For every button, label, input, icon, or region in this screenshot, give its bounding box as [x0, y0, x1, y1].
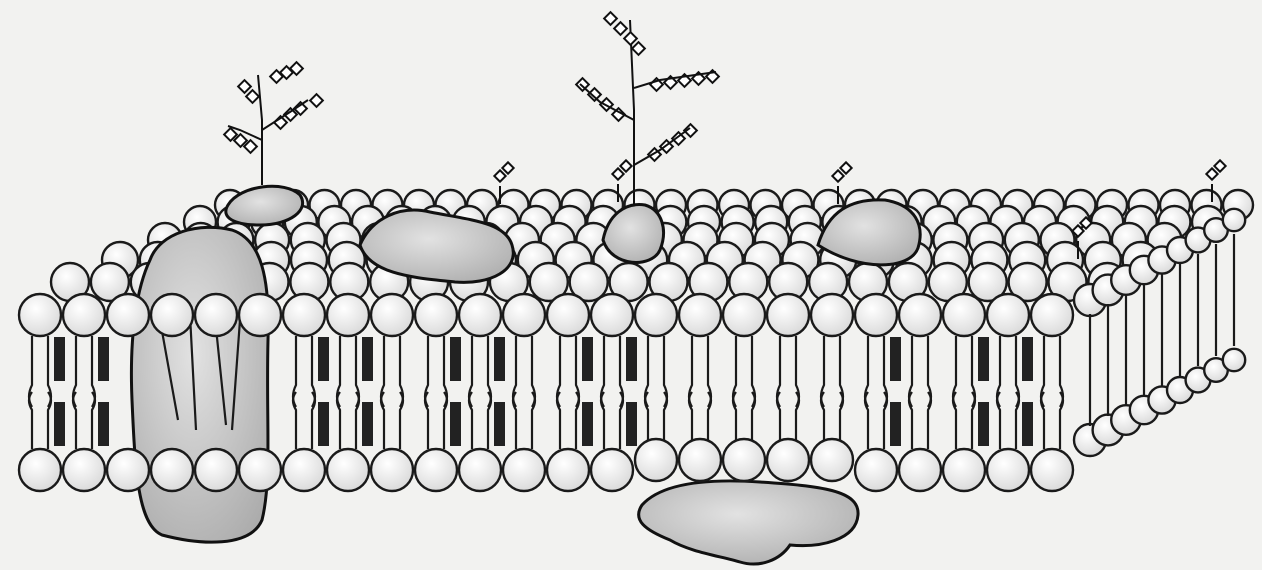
phospholipid-head [1031, 294, 1073, 336]
sugar-unit [632, 42, 645, 55]
carbohydrate-stalk [258, 75, 262, 185]
sugar-unit [494, 170, 505, 181]
cholesterol [978, 402, 989, 446]
cholesterol [318, 337, 329, 381]
cholesterol [626, 402, 637, 446]
sugar-unit [612, 168, 623, 179]
sugar-unit [238, 80, 251, 93]
cholesterol [450, 337, 461, 381]
cholesterol [626, 337, 637, 381]
phospholipid-head [679, 294, 721, 336]
sugar-unit [310, 94, 323, 107]
phospholipid-head [63, 294, 105, 336]
phospholipid-head [899, 449, 941, 491]
cholesterol [890, 402, 901, 446]
phospholipid-head [19, 449, 61, 491]
phospholipid-head [723, 439, 765, 481]
phospholipid-head [503, 449, 545, 491]
phospholipid-head [283, 449, 325, 491]
cholesterol [582, 337, 593, 381]
phospholipid-head [239, 449, 281, 491]
cholesterol [1022, 402, 1033, 446]
phospholipid-head [723, 294, 765, 336]
phospholipid-head [987, 449, 1029, 491]
cholesterol [362, 337, 373, 381]
phospholipid-head [195, 294, 237, 336]
cholesterol [978, 337, 989, 381]
sugar-unit [840, 162, 851, 173]
phospholipid-head [987, 294, 1029, 336]
cholesterol [362, 402, 373, 446]
phospholipid-head [283, 294, 325, 336]
sugar-unit [624, 32, 637, 45]
cholesterol [98, 402, 109, 446]
phospholipid-head [371, 294, 413, 336]
phospholipid-head [1223, 349, 1245, 371]
phospholipid-head [767, 439, 809, 481]
phospholipid-head [327, 294, 369, 336]
cholesterol [494, 337, 505, 381]
phospholipid-head [943, 449, 985, 491]
phospholipid-head [415, 294, 457, 336]
cholesterol [582, 402, 593, 446]
phospholipid-head [1223, 209, 1245, 231]
phospholipid-head [635, 439, 677, 481]
phospholipid-head [767, 294, 809, 336]
phospholipid-head [151, 449, 193, 491]
cholesterol [318, 402, 329, 446]
phospholipid-head [107, 449, 149, 491]
phospholipid-head [635, 294, 677, 336]
cholesterol [890, 337, 901, 381]
phospholipid-head [415, 449, 457, 491]
phospholipid-head [591, 449, 633, 491]
phospholipid-head [19, 294, 61, 336]
phospholipid-head [591, 294, 633, 336]
sugar-unit [620, 160, 631, 171]
sugar-unit [1214, 160, 1225, 171]
phospholipid-head [855, 449, 897, 491]
phospholipid-head [107, 294, 149, 336]
phospholipid-head [679, 439, 721, 481]
phospholipid-head [1031, 449, 1073, 491]
phospholipid-head [195, 449, 237, 491]
sugar-unit [588, 88, 601, 101]
phospholipid-head [239, 294, 281, 336]
cholesterol [450, 402, 461, 446]
integral-transmembrane-protein [131, 227, 268, 542]
cholesterol [54, 337, 65, 381]
sugar-unit [246, 90, 259, 103]
sugar-unit [502, 162, 513, 173]
phospholipid-head [327, 449, 369, 491]
sugar-unit [832, 170, 843, 181]
phospholipid-head [459, 294, 501, 336]
phospholipid-head [459, 449, 501, 491]
cytoplasmic-peripheral-protein [639, 481, 858, 564]
phospholipid-head [547, 449, 589, 491]
sugar-unit [1206, 168, 1217, 179]
phospholipid-head [503, 294, 545, 336]
phospholipid-head [63, 449, 105, 491]
phospholipid-head [811, 439, 853, 481]
cholesterol [54, 402, 65, 446]
sugar-unit [614, 22, 627, 35]
cholesterol [494, 402, 505, 446]
phospholipid-head [151, 294, 193, 336]
phospholipid-head [547, 294, 589, 336]
sugar-unit [604, 12, 617, 25]
phospholipid-head [855, 294, 897, 336]
phospholipid-head [943, 294, 985, 336]
phospholipid-head [811, 294, 853, 336]
phospholipid-head [899, 294, 941, 336]
cholesterol [98, 337, 109, 381]
cholesterol [1022, 337, 1033, 381]
phospholipid-head [371, 449, 413, 491]
